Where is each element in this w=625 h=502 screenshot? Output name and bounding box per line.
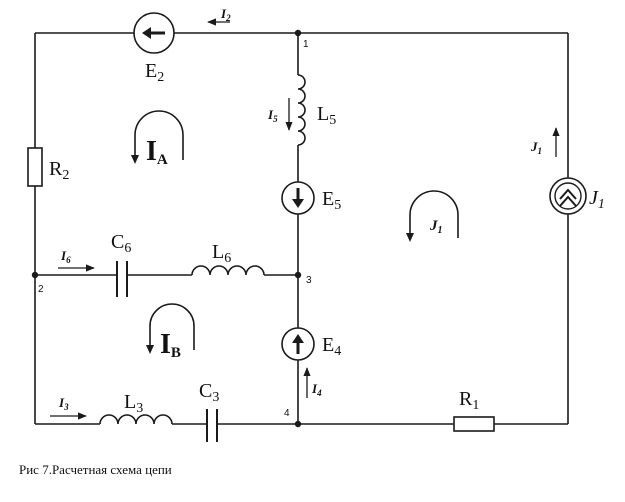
label-r1: R1 xyxy=(459,388,479,413)
label-c6: C6 xyxy=(111,231,131,256)
source-e2 xyxy=(133,12,175,54)
label-current-j1: J1 xyxy=(530,139,542,156)
junction-node-2 xyxy=(31,271,39,279)
label-current-i5: I5 xyxy=(267,107,278,124)
label-current-i6: I6 xyxy=(60,248,71,265)
wires xyxy=(34,32,569,425)
loop-j1-arc xyxy=(409,190,459,238)
arrow-down-icon xyxy=(292,199,304,208)
resistor-r1 xyxy=(453,416,495,432)
label-current-i2: I2 xyxy=(220,6,231,23)
loop-b-arrow xyxy=(146,345,154,354)
loop-j1-arrow xyxy=(406,233,414,242)
node-label-4: 4 xyxy=(284,408,290,419)
inductor-l5 xyxy=(297,74,306,146)
label-current-i3: I3 xyxy=(58,395,69,412)
label-l5: L5 xyxy=(317,103,336,128)
label-e4: E4 xyxy=(322,334,341,359)
node-label-1: 1 xyxy=(303,39,309,50)
junction-node-1 xyxy=(294,29,302,37)
loop-a-arc xyxy=(134,110,184,160)
inductor-l6 xyxy=(191,265,265,276)
junction-node-4 xyxy=(294,420,302,428)
label-r2: R2 xyxy=(49,158,69,183)
current-source-j1 xyxy=(549,177,587,215)
label-l6: L6 xyxy=(212,241,231,266)
label-loop-j1: J1 xyxy=(429,218,443,236)
source-e5 xyxy=(281,181,315,215)
label-j1: J1 xyxy=(589,187,605,212)
arrow-left-icon xyxy=(142,27,151,39)
loop-a-arrow xyxy=(131,155,139,164)
label-c3: C3 xyxy=(199,380,219,405)
junction-node-3 xyxy=(294,271,302,279)
node-label-3: 3 xyxy=(306,275,312,286)
chevron-up-icon xyxy=(559,188,577,200)
label-loop-b: IB xyxy=(160,329,181,361)
inductor-l3 xyxy=(99,414,173,425)
label-e2: E2 xyxy=(145,60,164,85)
resistor-r2 xyxy=(27,147,43,187)
label-e5: E5 xyxy=(322,188,341,213)
arrow-up-icon xyxy=(292,334,304,343)
label-l3: L3 xyxy=(124,391,143,416)
figure-caption: Рис 7.Расчетная схема цепи xyxy=(19,462,172,477)
node-label-2: 2 xyxy=(38,284,44,295)
current-source-j1-inner xyxy=(554,182,582,210)
label-loop-a: IA xyxy=(146,136,168,168)
chevron-up-icon xyxy=(559,195,577,207)
source-e4 xyxy=(281,327,315,361)
loop-b-arc xyxy=(149,303,195,350)
label-current-i4: I4 xyxy=(311,381,322,398)
